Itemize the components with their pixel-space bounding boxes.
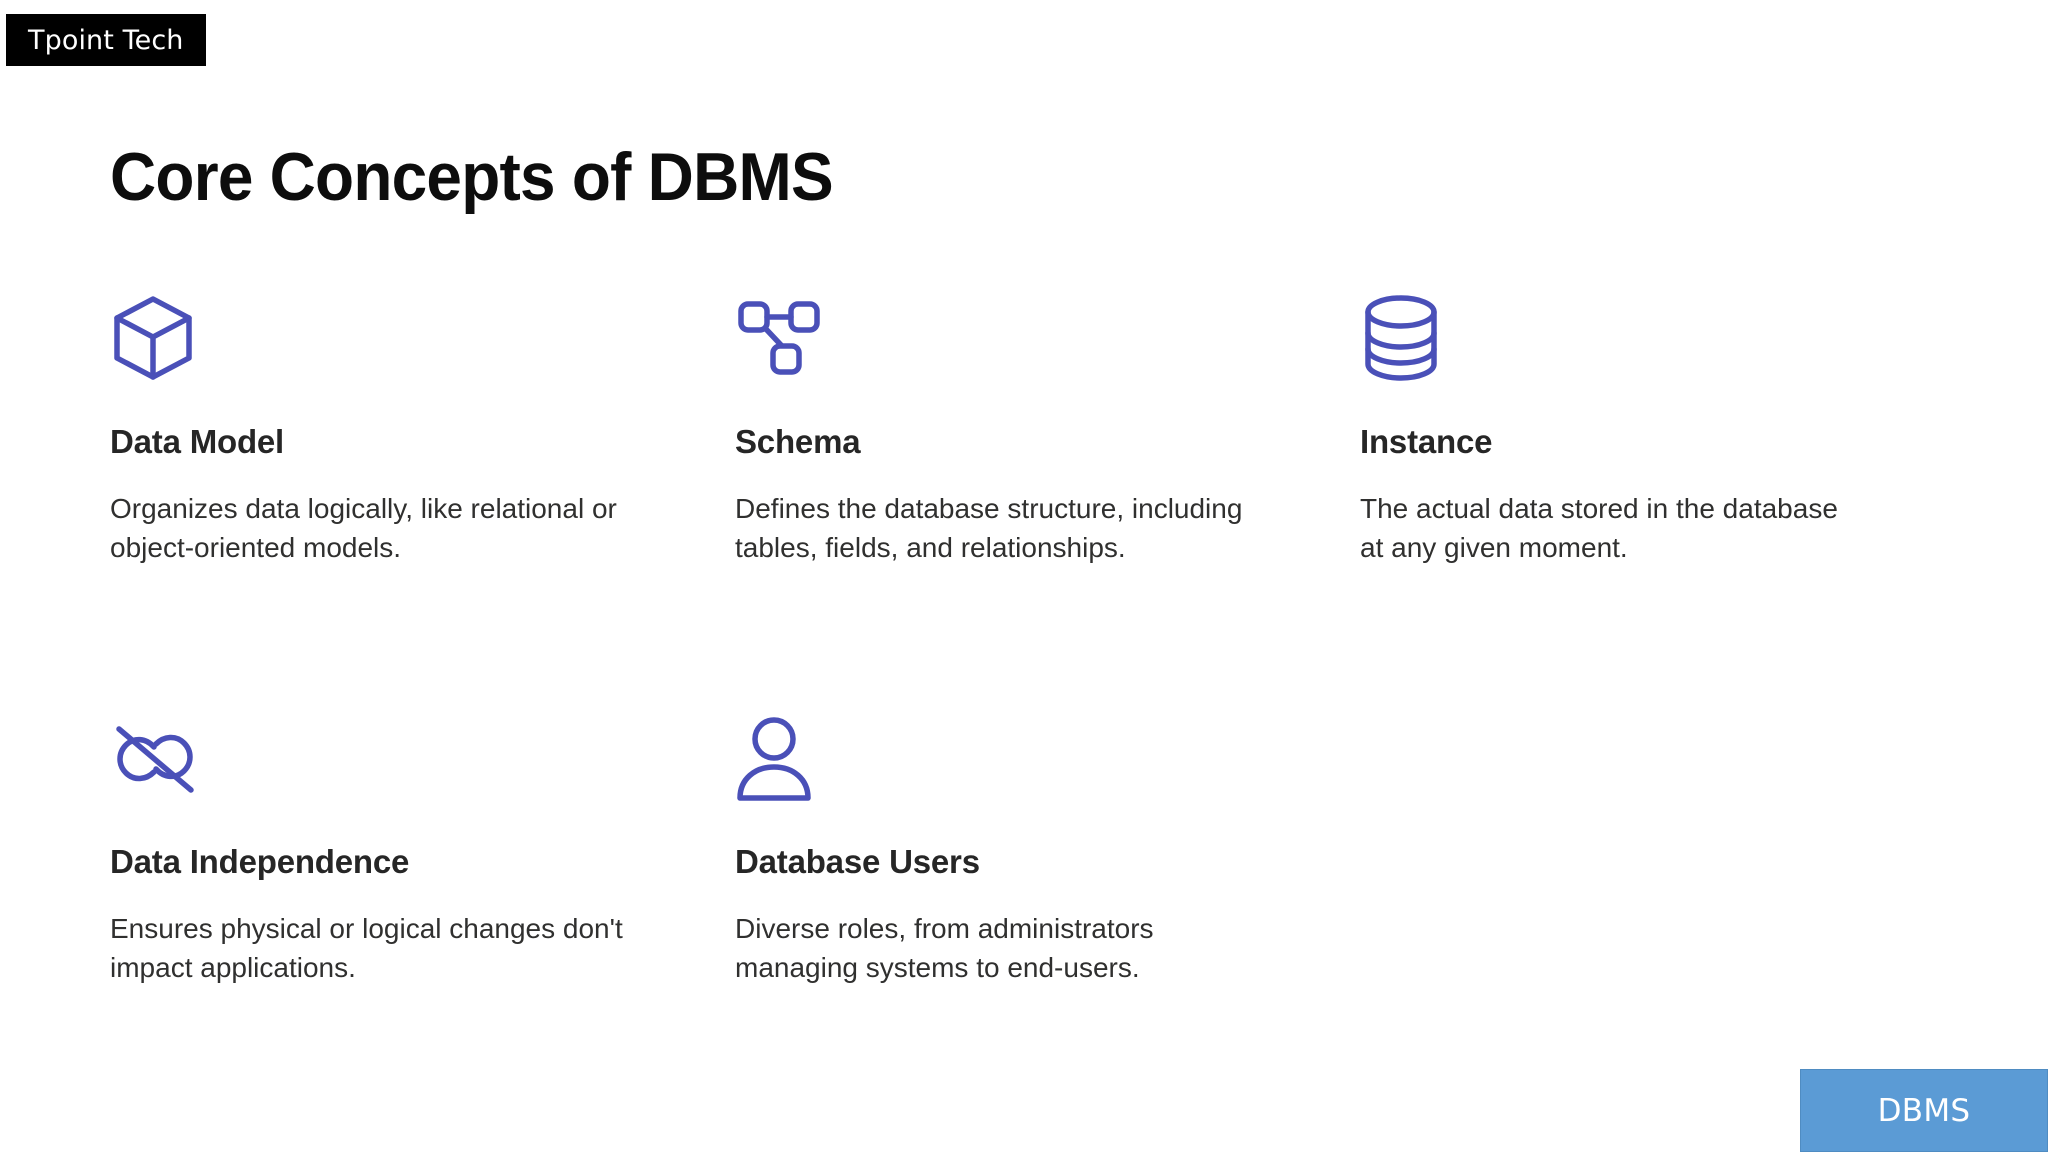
cube-icon xyxy=(110,290,655,386)
concept-description: Organizes data logically, like relationa… xyxy=(110,493,617,564)
concept-card-database-users: Database Users Diverse roles, from admin… xyxy=(735,710,1360,1130)
concept-title: Schema xyxy=(735,423,861,460)
concept-description: Defines the database structure, includin… xyxy=(735,493,1243,564)
concept-card-instance: Instance The actual data stored in the d… xyxy=(1360,290,1940,710)
concept-title: Data Model xyxy=(110,423,285,460)
dbms-badge: DBMS xyxy=(1800,1069,2048,1152)
concept-card-empty xyxy=(1360,710,1940,1130)
concepts-grid: Data Model Organizes data logically, lik… xyxy=(110,290,1940,1130)
concept-card-data-independence: Data Independence Ensures physical or lo… xyxy=(110,710,735,1130)
concept-card-data-model: Data Model Organizes data logically, lik… xyxy=(110,290,735,710)
concept-description: Ensures physical or logical changes don'… xyxy=(110,913,623,984)
user-icon xyxy=(735,710,1280,806)
concept-card-schema: Schema Defines the database structure, i… xyxy=(735,290,1360,710)
concept-title: Instance xyxy=(1360,423,1493,460)
dbms-badge-label: DBMS xyxy=(1877,1092,1971,1129)
database-cylinder-icon xyxy=(1360,290,1860,386)
broken-link-icon xyxy=(110,710,655,806)
brand-badge: Tpoint Tech xyxy=(6,14,206,66)
concept-description: The actual data stored in the database a… xyxy=(1360,493,1838,564)
schema-nodes-icon xyxy=(735,290,1280,386)
page-title: Core Concepts of DBMS xyxy=(110,139,834,215)
brand-label: Tpoint Tech xyxy=(28,24,184,56)
concept-title: Database Users xyxy=(735,843,980,880)
concept-description: Diverse roles, from administrators manag… xyxy=(735,913,1154,984)
concept-title: Data Independence xyxy=(110,843,410,880)
